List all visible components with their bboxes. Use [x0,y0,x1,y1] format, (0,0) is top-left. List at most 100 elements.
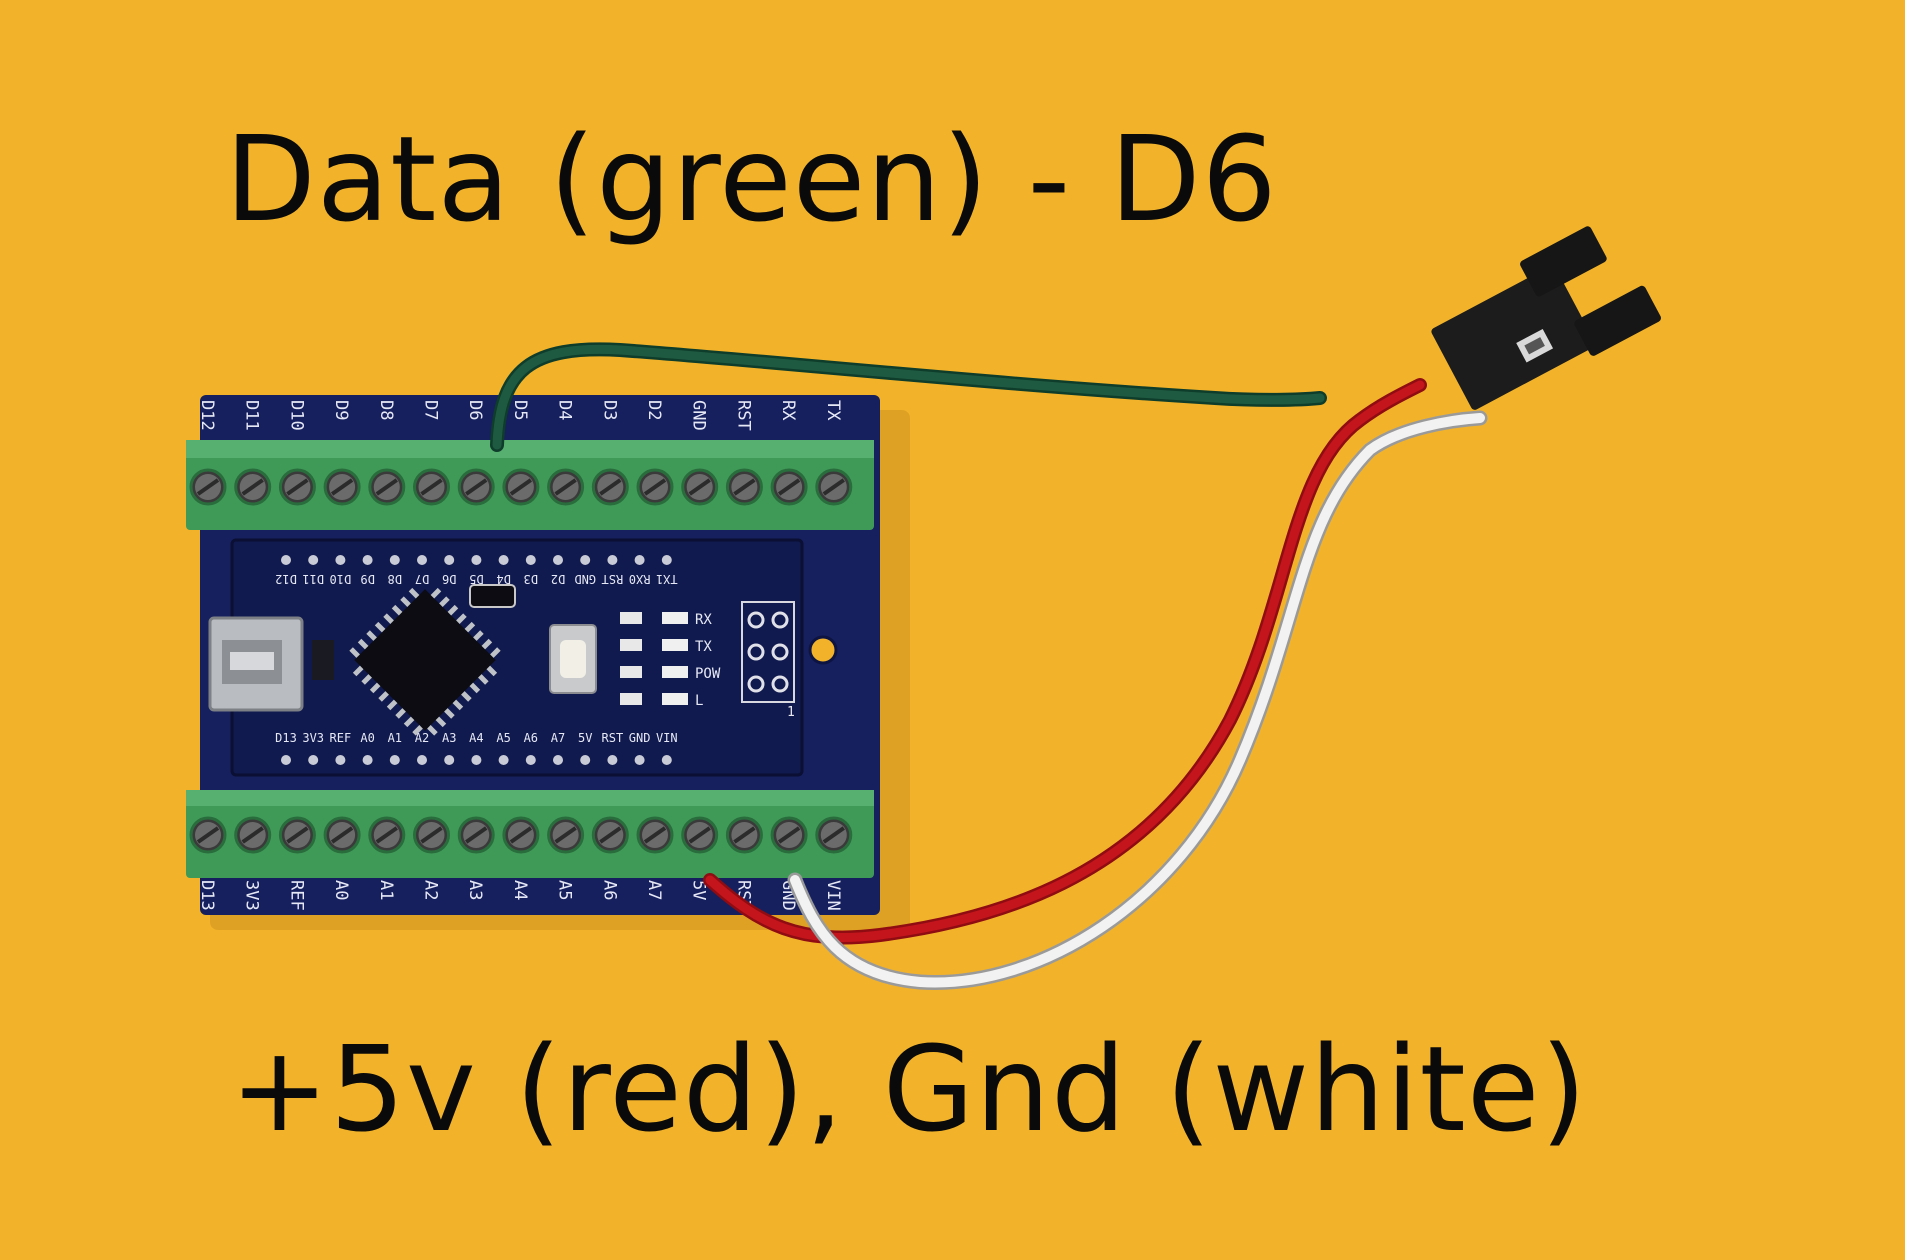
nano-pin [553,555,563,565]
header-pin-label: REF [286,880,306,911]
nano-pin-label: REF [330,731,352,745]
nano-pin-label: RST [602,731,624,745]
nano-pin-label: A1 [388,731,402,745]
nano-pin [661,555,672,565]
led [662,693,688,705]
nano-pin-label: RST [602,572,624,586]
nano-pin [580,555,591,565]
nano-pin-label: D8 [388,572,402,586]
header-pin-label: D3 [599,400,619,420]
header-pin-label: 3V3 [242,880,262,911]
nano-pin [607,555,618,565]
nano-pin-label: D2 [551,572,565,586]
led [662,666,688,678]
header-pin-label: 5V [689,880,709,900]
led-label: RX [695,612,712,628]
nano-pin-label: GND [574,572,596,586]
power-wire-caption: +5v (red), Gnd (white) [230,1020,1588,1158]
nano-pin [634,555,645,565]
header-pin-label: D8 [376,400,396,420]
nano-pin [417,555,427,565]
nano-pin [389,555,400,565]
header-pin-label: D5 [510,400,530,420]
bottom-terminal-block [186,790,874,878]
header-pin-label: VIN [823,880,843,911]
nano-pin-label: D4 [496,572,510,586]
nano-pin-label: D9 [360,572,374,586]
nano-pin-label: RX0 [629,572,651,586]
nano-pin [471,555,482,565]
led [620,666,642,678]
nano-pin-label: A4 [469,731,483,745]
header-pin-label: D11 [242,400,262,431]
nano-pin [417,755,427,765]
nano-pin-label: D7 [415,572,429,586]
header-pin-label: A6 [599,880,619,900]
nano-pin [308,555,319,565]
icsp-pin-label: 1 [787,705,795,720]
nano-pin [607,755,618,765]
header-pin-label: D10 [286,400,306,431]
header-pin-label: D4 [555,400,575,420]
nano-pin-label: D6 [442,572,456,586]
header-pin-label: A4 [510,880,530,900]
nano-pin-label: TX1 [656,572,678,586]
crystal [469,584,516,608]
nano-pin-label: 5V [578,731,592,745]
header-pin-label: D9 [331,400,351,420]
header-pin-label: D2 [644,400,664,420]
usb-connector [208,616,304,712]
nano-pin [498,555,509,565]
nano-pin [525,755,536,765]
nano-pin [281,555,291,565]
nano-pin [281,755,291,765]
nano-pin-label: A3 [442,731,456,745]
header-pin-label: D13 [197,880,217,911]
top-terminal-block [186,440,874,530]
led-label: L [695,693,703,709]
led [620,639,642,651]
nano-pin [553,755,563,765]
header-pin-label: A0 [331,880,351,900]
nano-pin [634,755,645,765]
header-pin-label: D7 [421,400,441,420]
nano-pin [444,555,455,565]
nano-pin-label: A5 [496,731,510,745]
nano-pin-label: 3V3 [302,731,324,745]
header-pin-label: A3 [465,880,485,900]
nano-pin [580,755,591,765]
regulator-chip [312,640,334,680]
icsp-header: 1 [741,601,795,720]
header-pin-label: RST [733,400,753,431]
nano-pin [362,555,373,565]
data-wire-caption: Data (green) - D6 [225,110,1278,248]
header-pin-label: TX [823,400,843,421]
nano-pin [362,755,373,765]
nano-pin-label: A6 [524,731,538,745]
nano-pin [471,755,482,765]
nano-pin-label: D10 [330,572,352,586]
reset-button [549,624,597,694]
nano-pin-label: A0 [360,731,374,745]
nano-pin-label: A2 [415,731,429,745]
led-label: TX [695,639,712,655]
nano-pin [661,755,672,765]
nano-pin-label: D13 [275,731,297,745]
led [662,612,688,624]
header-pin-label: RX [778,400,798,421]
mounting-hole [808,635,838,665]
header-pin-label: D6 [465,400,485,420]
header-pin-label: A7 [644,880,664,900]
nano-pin-label: D3 [524,572,538,586]
nano-pin [498,755,509,765]
header-pin-label: D12 [197,400,217,431]
header-pin-label: A1 [376,880,396,900]
led-label: POW [695,666,721,682]
nano-pin-label: GND [629,731,651,745]
nano-pin [444,755,455,765]
nano-pin-label: D5 [469,572,483,586]
nano-pin-label: D11 [302,572,324,586]
